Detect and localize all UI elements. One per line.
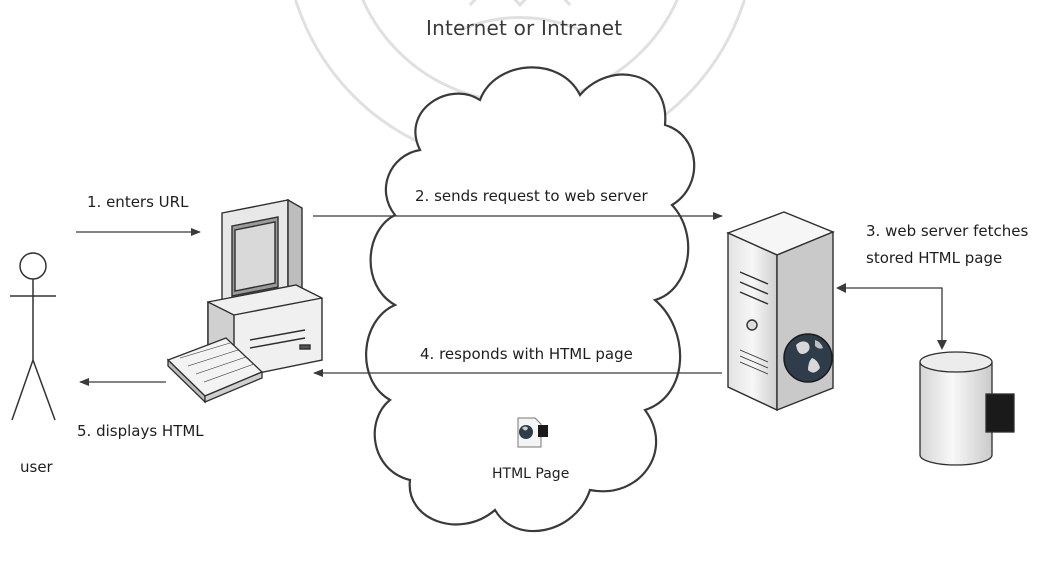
user-label: user (20, 458, 53, 476)
step-5-label: 5. displays HTML (77, 422, 204, 440)
network-title: Internet or Intranet (426, 16, 623, 40)
step-3-label-line2: stored HTML page (866, 249, 1003, 267)
stick-figure-user-icon (10, 252, 56, 421)
keyboard-icon (166, 337, 264, 404)
database-icon (919, 351, 1015, 466)
step-2-label: 2. sends request to web server (415, 187, 648, 205)
html-document-icon (517, 417, 548, 448)
step-4-label: 4. responds with HTML page (420, 345, 633, 363)
step-1-label: 1. enters URL (87, 193, 189, 211)
html-page-label: HTML Page (492, 466, 570, 482)
step-3-label-line1: 3. web server fetches (866, 222, 1029, 240)
internet-cloud (365, 66, 696, 533)
arrow-fetch-storage (840, 287, 943, 342)
globe-icon (783, 333, 833, 383)
